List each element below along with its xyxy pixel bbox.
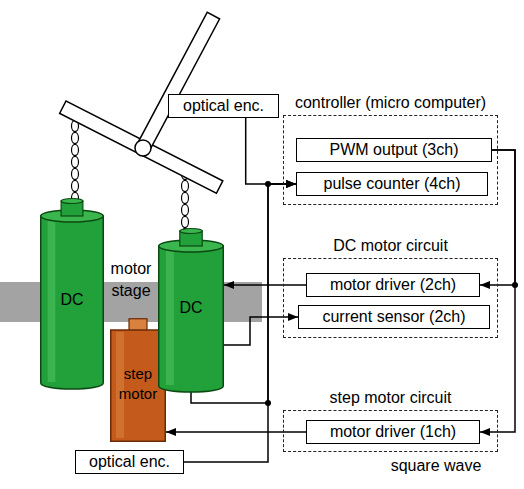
junction-dot: [265, 400, 271, 406]
signal-label: square wave: [386, 455, 486, 477]
junction-dot: [512, 282, 518, 288]
signal-wire: [224, 317, 298, 345]
driver-box: motor driver (1ch): [306, 420, 480, 444]
node-label: motor driver (2ch): [307, 274, 479, 295]
sensor-box: current sensor (2ch): [298, 305, 490, 329]
step-motor: step motor: [110, 318, 166, 442]
node-label: DC: [158, 298, 224, 318]
signal-wire: [166, 431, 306, 433]
junction-dot: [265, 181, 271, 187]
encoder-box: optical enc.: [75, 450, 184, 474]
node-label: motor driver (1ch): [307, 421, 479, 442]
node-label: PWM output (3ch): [297, 139, 491, 160]
pendulum-rod: [136, 12, 220, 153]
node-label: step motor: [110, 364, 166, 404]
controller-group: controller (micro computer)PWM output (3…: [283, 115, 498, 205]
node-label: current sensor (2ch): [299, 306, 489, 327]
node-label: DC: [40, 290, 104, 310]
pivot: [135, 140, 151, 156]
circuit-group: step motor circuitmotor driver (1ch): [283, 410, 498, 452]
chain: [70, 112, 80, 200]
encoder-box: optical enc.: [168, 94, 279, 118]
node-label: pulse counter (4ch): [297, 173, 487, 194]
signal-wire: [224, 284, 306, 286]
node-label: optical enc.: [76, 451, 183, 472]
dc-motor: DC: [40, 198, 104, 390]
signal-wire: [246, 118, 296, 184]
counter-box: pulse counter (4ch): [296, 172, 488, 196]
driver-box: motor driver (2ch): [306, 273, 480, 297]
group-heading: DC motor circuit: [284, 236, 497, 256]
group-heading: step motor circuit: [284, 388, 497, 408]
chain: [181, 175, 191, 230]
pwm-box: PWM output (3ch): [296, 138, 492, 162]
node-label: optical enc.: [169, 95, 278, 116]
dc-motor: DC: [158, 228, 224, 393]
group-heading: controller (micro computer): [284, 93, 497, 113]
part-label: motor stage: [104, 258, 158, 302]
circuit-group: DC motor circuitmotor driver (2ch)curren…: [283, 258, 498, 338]
